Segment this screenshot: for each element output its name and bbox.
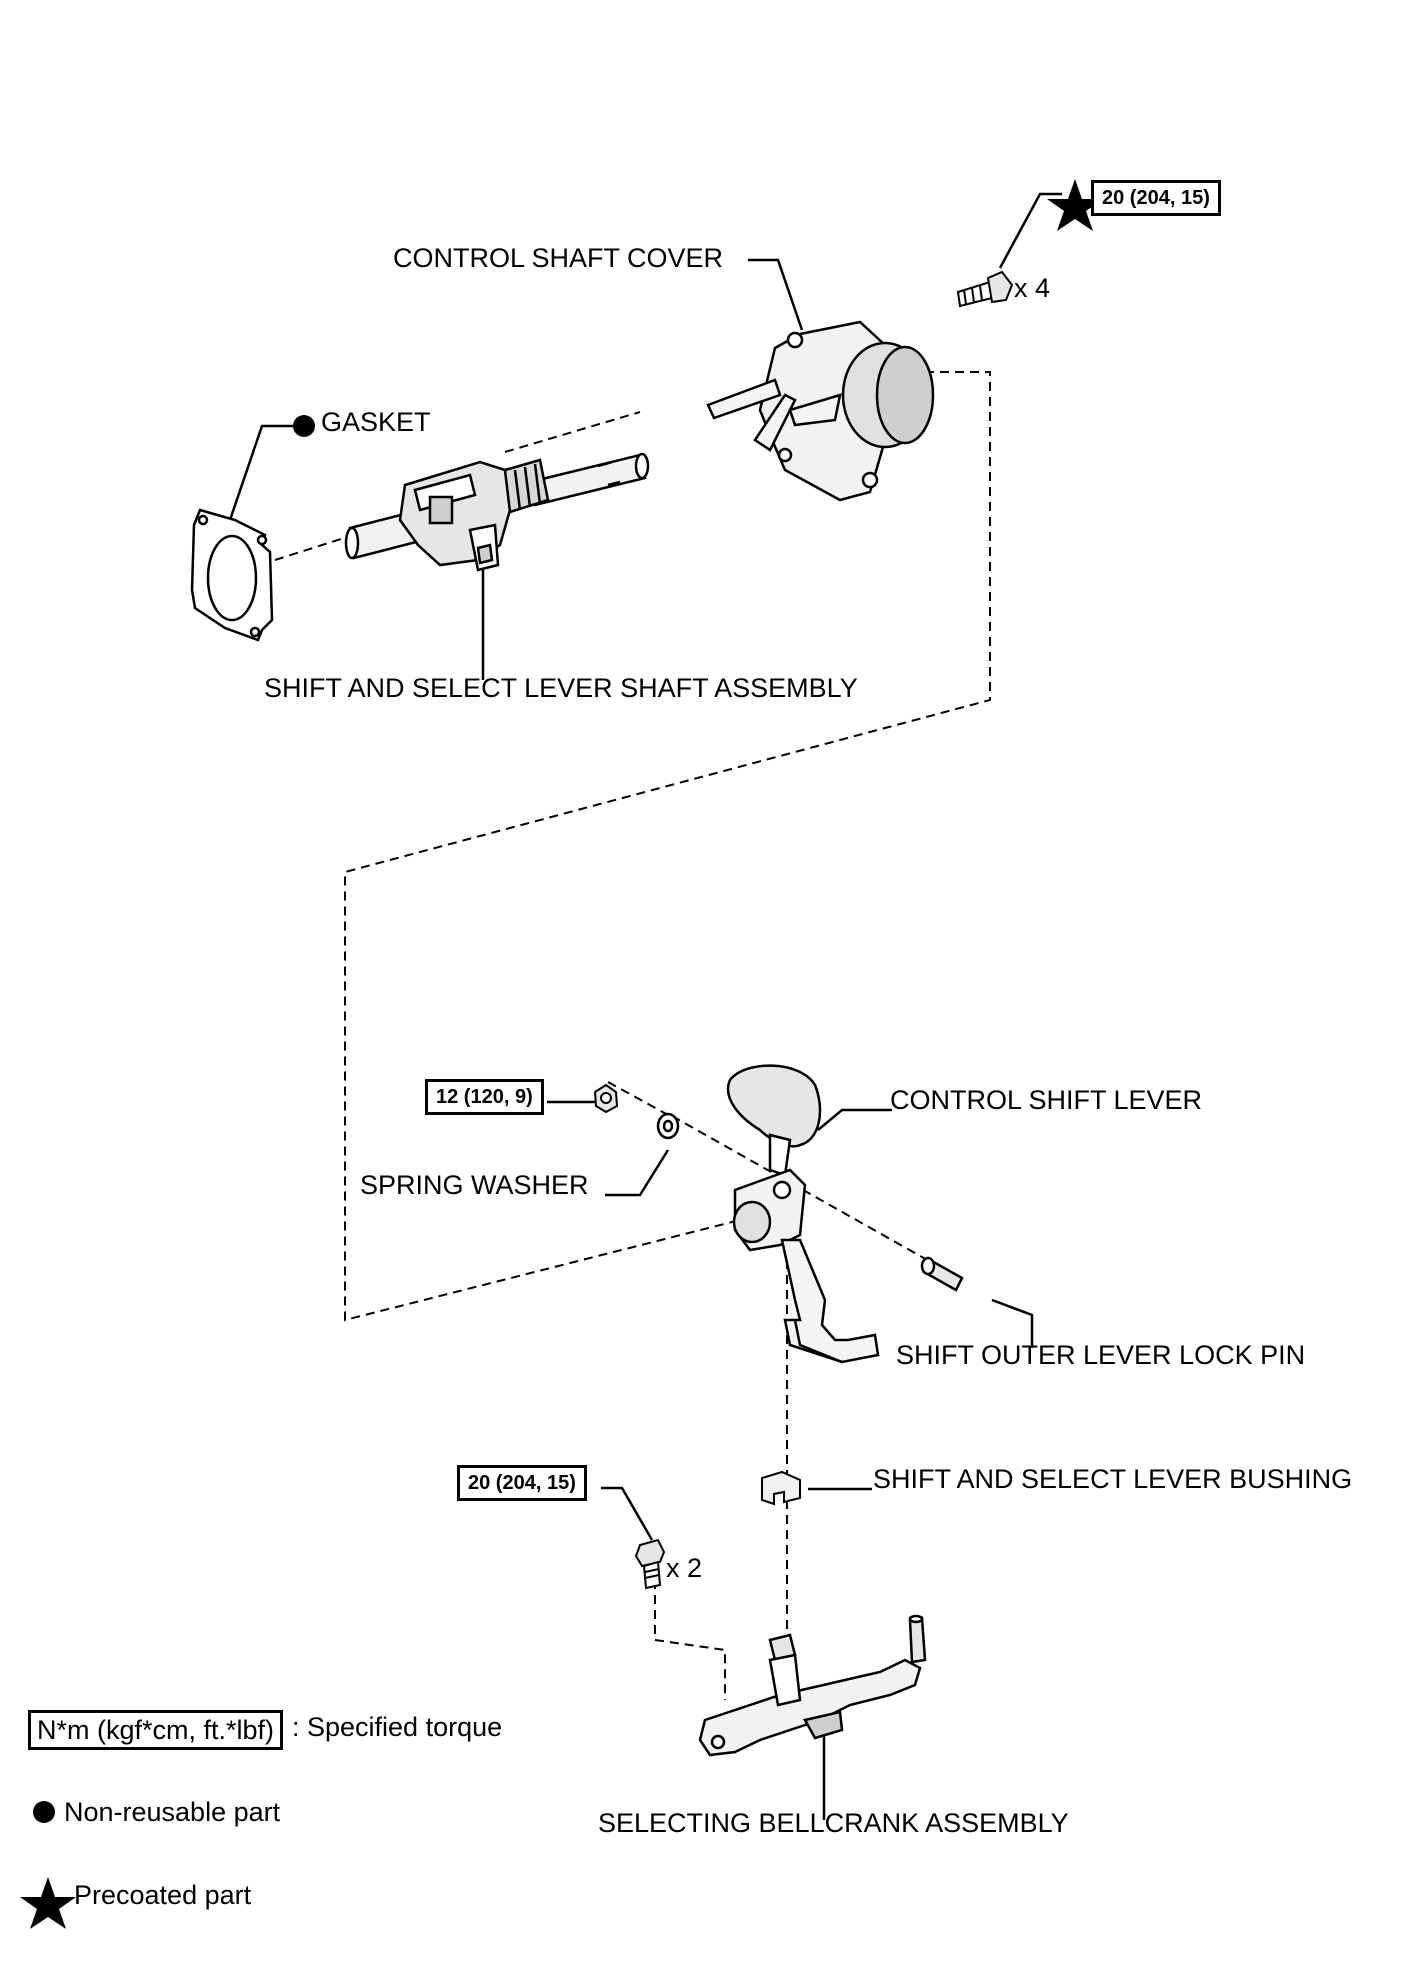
spring-washer-part <box>656 1112 680 1140</box>
assembly-dashed-lines <box>274 291 991 1700</box>
legend-precoated-text: Precoated part <box>74 1880 252 1910</box>
legend-non-reusable-text: Non-reusable part <box>64 1797 281 1827</box>
bellcrank-part <box>698 1614 927 1757</box>
shift-select-shaft-part <box>344 452 650 572</box>
bushing-label: SHIFT AND SELECT LEVER BUSHING <box>873 1464 1353 1494</box>
bellcrank-bolt-torque-box: 20 (204, 15) <box>457 1465 587 1501</box>
lock-pin-label: SHIFT OUTER LEVER LOCK PIN <box>896 1340 1306 1370</box>
gasket-label: GASKET <box>321 407 431 437</box>
gasket-part <box>190 508 274 642</box>
cover-bolt-quantity: x 4 <box>1014 273 1051 303</box>
legend-torque-box: N*m (kgf*cm, ft.*lbf) <box>28 1710 284 1750</box>
shift-select-shaft-label: SHIFT AND SELECT LEVER SHAFT ASSEMBLY <box>264 673 858 703</box>
leader-lines <box>228 192 1062 1820</box>
bellcrank-bolt-quantity: x 2 <box>666 1553 703 1583</box>
lever-nut-part <box>593 1083 619 1114</box>
legend-precoated-star-icon <box>20 1877 76 1929</box>
lock-pin-part <box>920 1256 964 1292</box>
legend-non-reusable-icon <box>33 1801 55 1823</box>
lever-nut-torque-box: 12 (120, 9) <box>425 1079 544 1115</box>
cover-bolt-torque-box: 20 (204, 15) <box>1091 180 1221 216</box>
spring-washer-label: SPRING WASHER <box>360 1170 589 1200</box>
precoated-star-icon <box>1047 179 1103 231</box>
bushing-part <box>761 1470 801 1506</box>
gasket-non-reusable-icon <box>293 415 315 437</box>
bellcrank-label: SELECTING BELLCRANK ASSEMBLY <box>598 1808 1069 1838</box>
bellcrank-bolt-part <box>634 1538 666 1590</box>
control-shaft-cover-part <box>706 320 935 502</box>
control-shift-lever-part <box>727 1064 880 1364</box>
control-shaft-cover-label: CONTROL SHAFT COVER <box>393 243 724 273</box>
control-shift-lever-label: CONTROL SHIFT LEVER <box>890 1085 1203 1115</box>
cover-bolt-part <box>956 270 1014 308</box>
legend-torque-text: : Specified torque <box>292 1712 503 1742</box>
